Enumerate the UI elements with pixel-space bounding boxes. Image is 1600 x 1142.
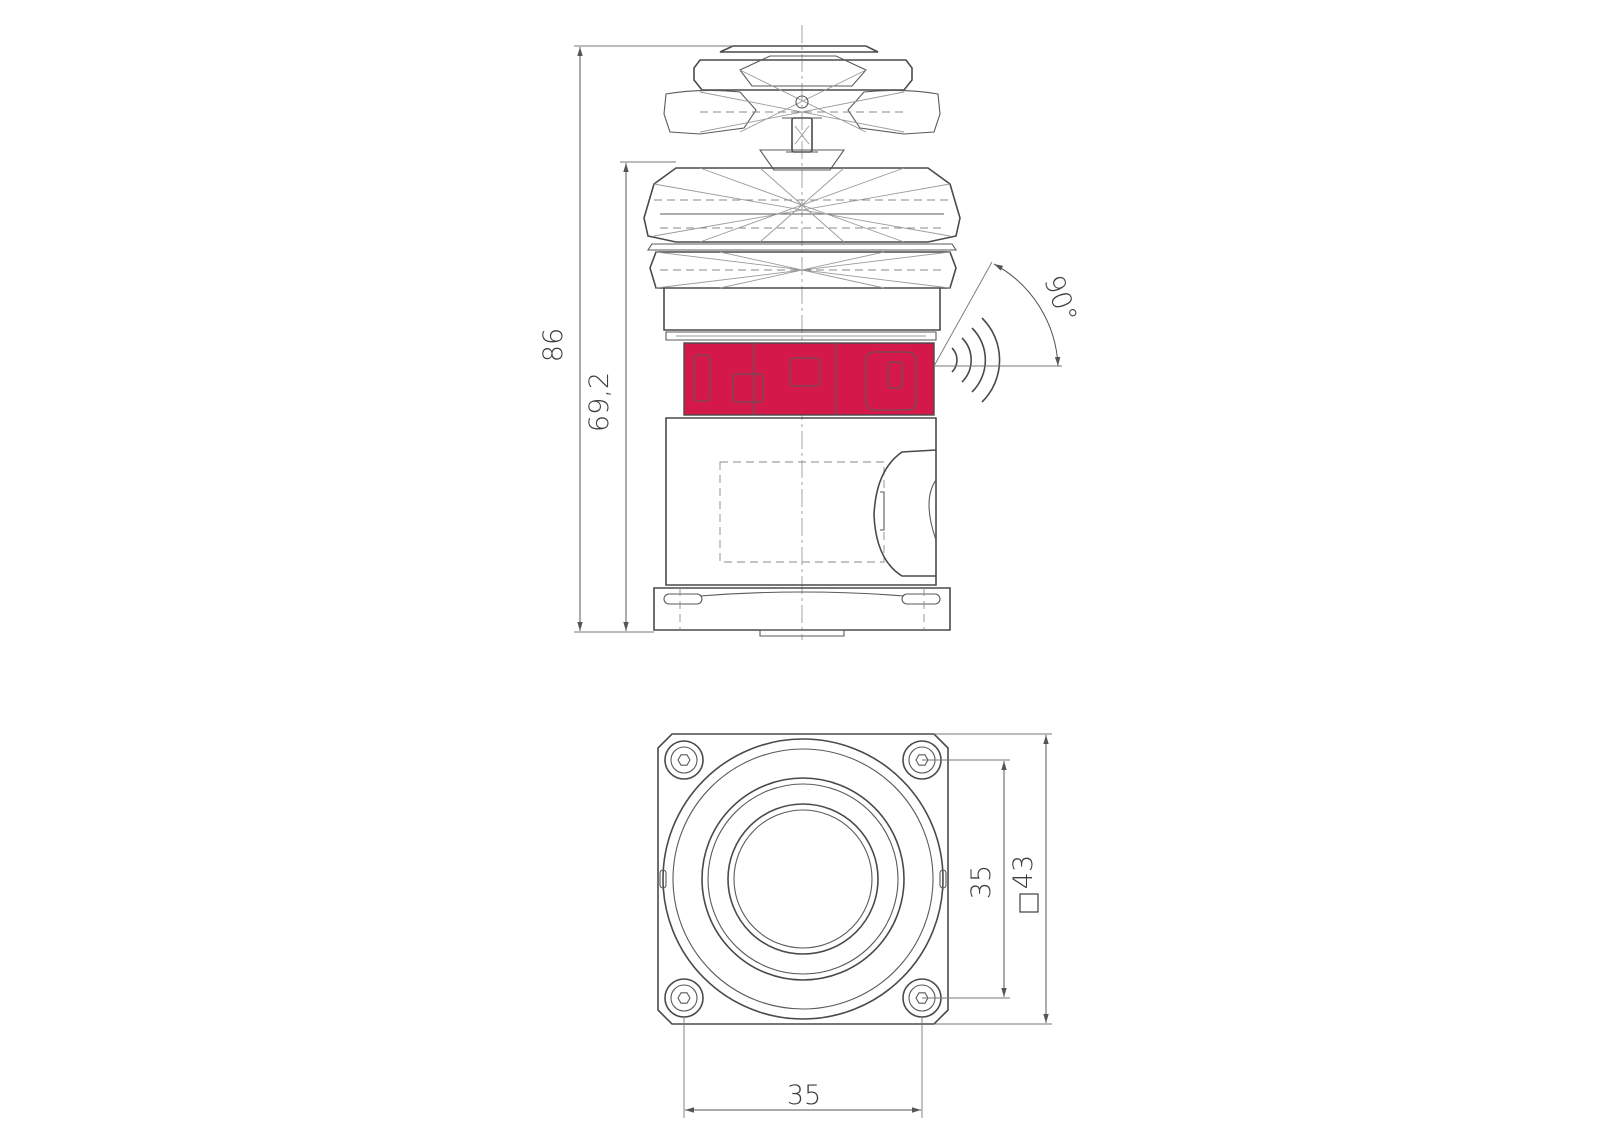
base-flange — [653, 587, 951, 637]
bottom-view — [657, 733, 1052, 1118]
red-signal-band — [683, 342, 935, 416]
hole-spacing-vertical-label: 35 — [966, 865, 997, 899]
lower-housing — [665, 417, 937, 586]
square-size-label: 43 — [1008, 855, 1039, 889]
hole-spacing-horizontal-label: 35 — [787, 1080, 821, 1111]
signal-wave-symbol — [933, 261, 1062, 403]
bottom-dimensions — [683, 733, 1052, 1118]
mounting-screw-top-left — [664, 740, 704, 780]
square-symbol-icon — [1019, 893, 1039, 913]
dome — [643, 167, 961, 289]
center-lens — [727, 803, 879, 955]
outer-ring — [662, 738, 944, 1020]
upper-housing — [663, 288, 941, 341]
mounting-screw-bottom-left — [664, 978, 704, 1018]
top-cap — [663, 45, 941, 171]
height-dimensions — [574, 45, 733, 633]
overall-height-label: 86 — [538, 328, 569, 362]
signal-angle-label: 90° — [1037, 271, 1082, 327]
body-height-label: 69,2 — [584, 372, 615, 432]
side-view — [574, 25, 1062, 640]
